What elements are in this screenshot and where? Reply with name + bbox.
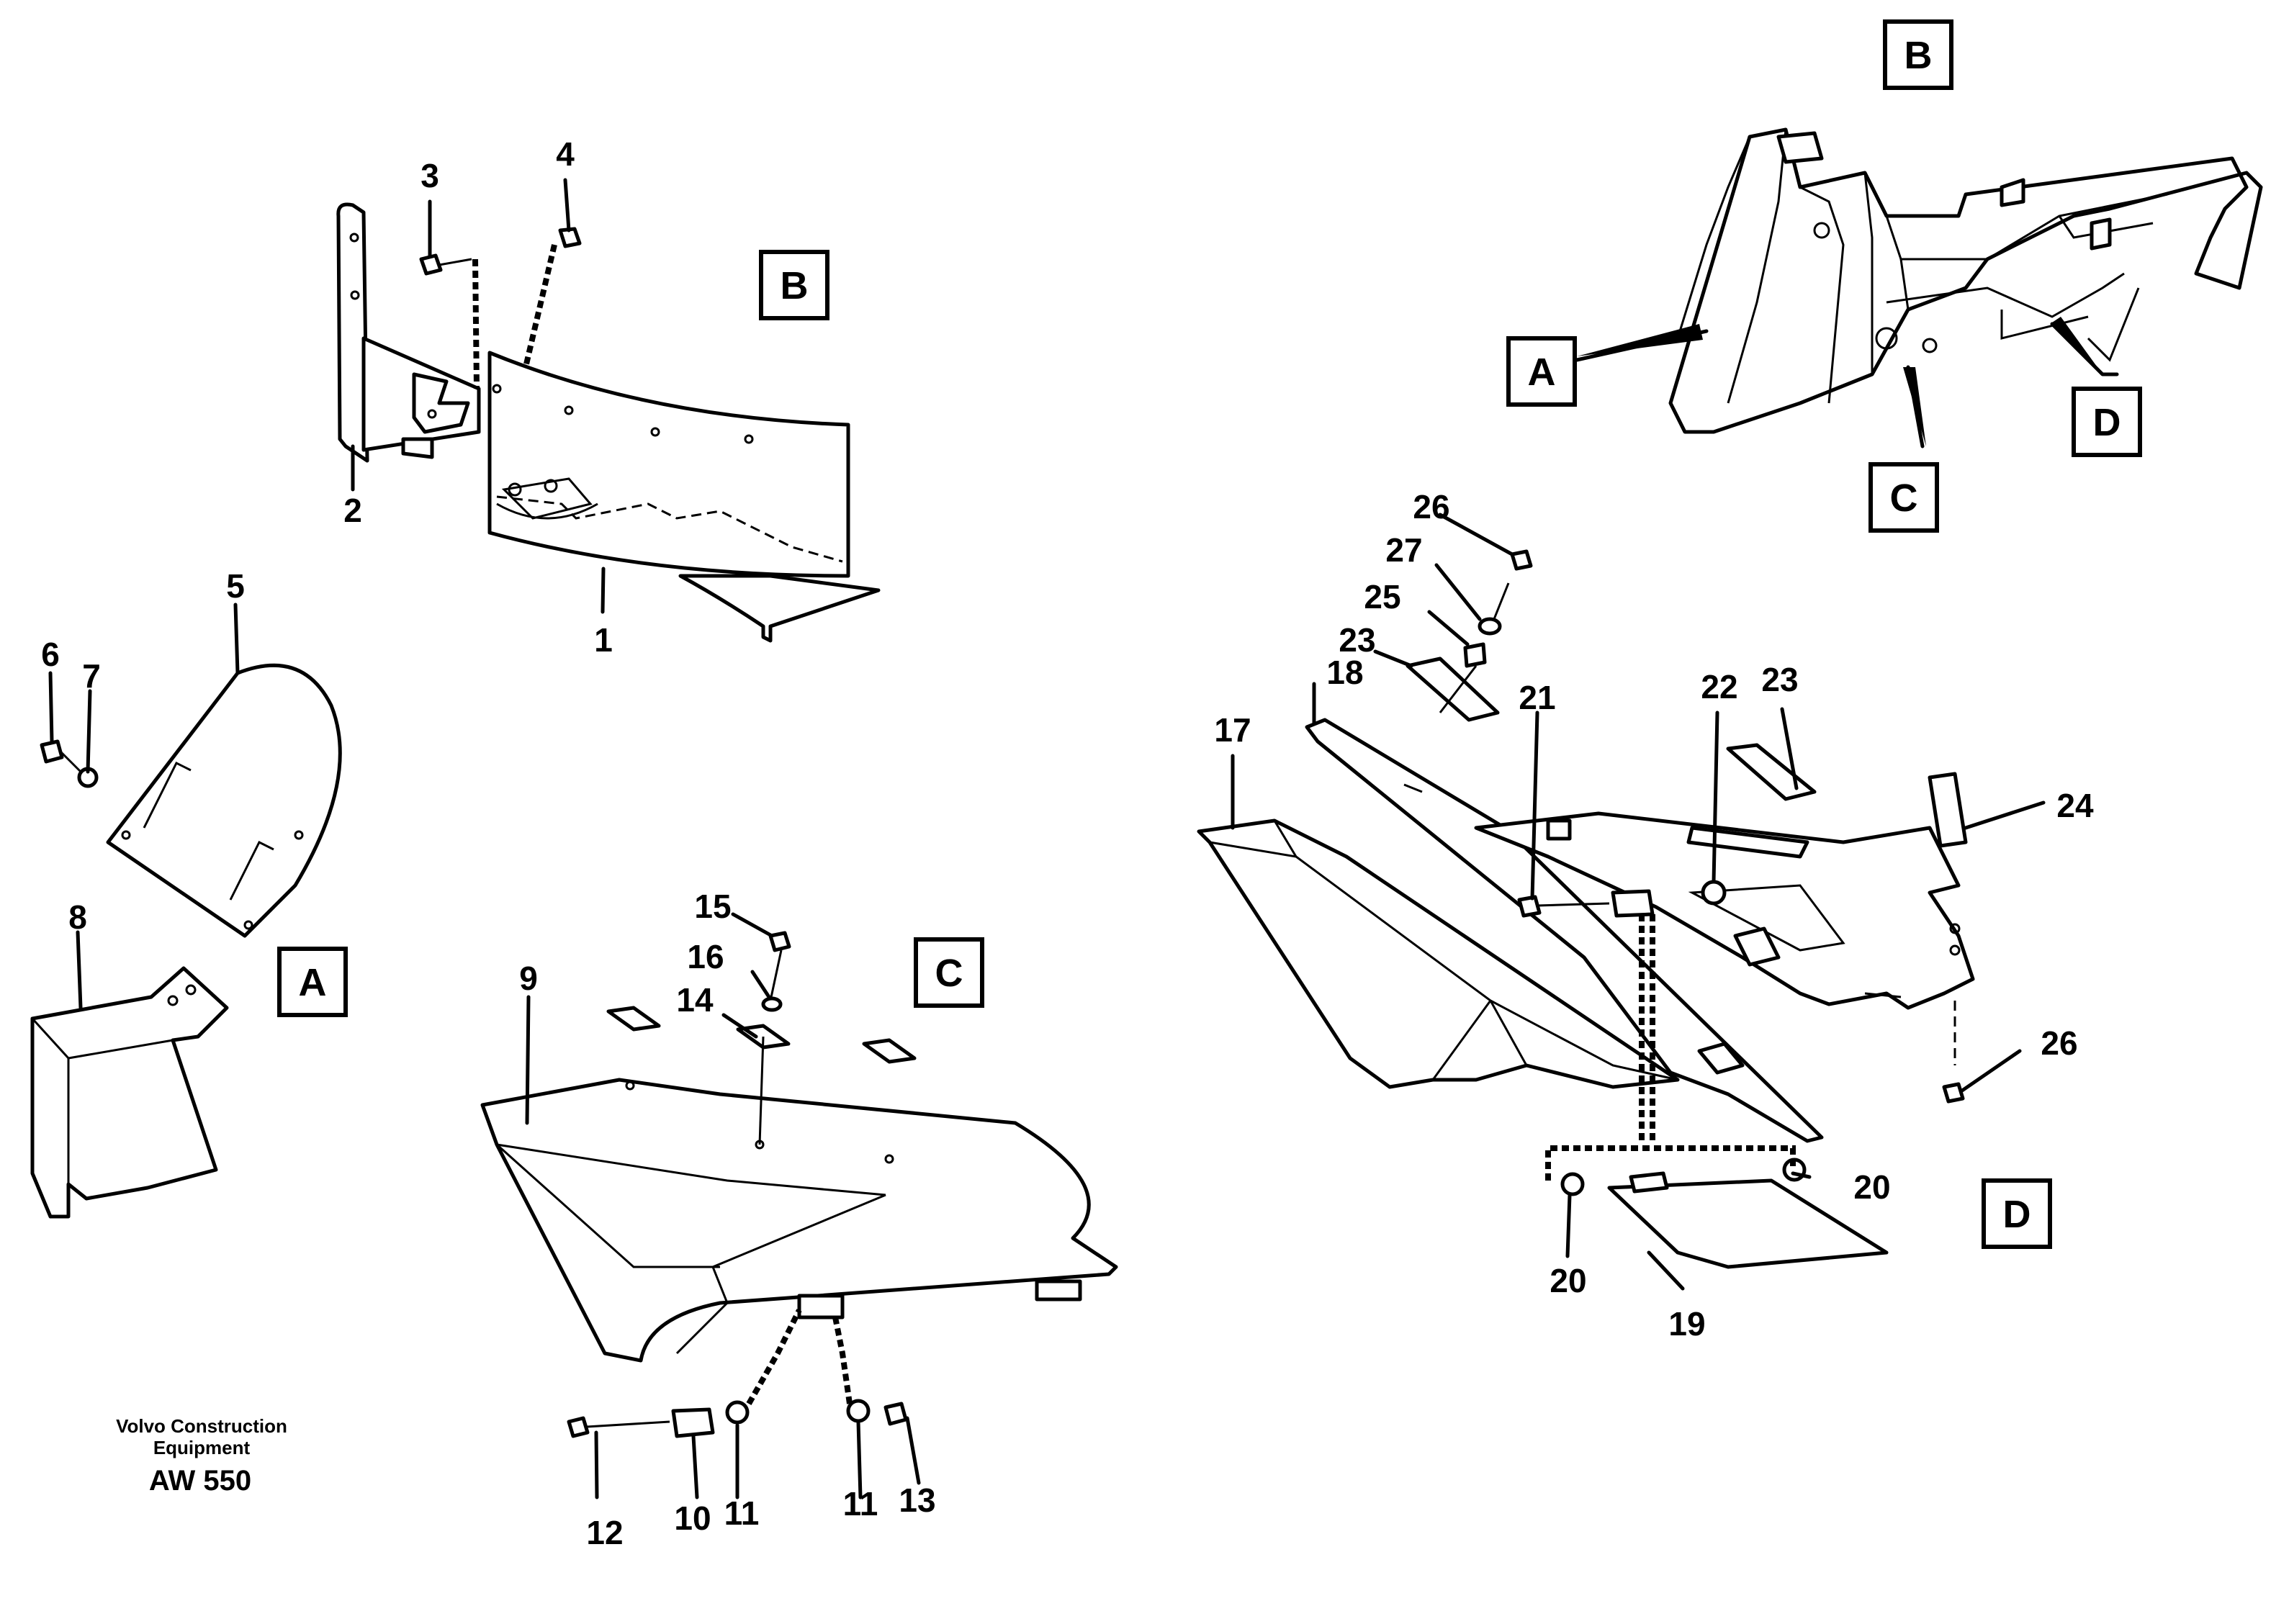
- part-13-nut: [883, 1402, 908, 1426]
- part-24-pad: [1928, 772, 1968, 848]
- view-label-a: A: [299, 961, 327, 1004]
- part-12-bolt: [567, 1416, 590, 1438]
- part-label: 26: [2041, 1024, 2077, 1062]
- part-18-arm: [1305, 718, 1824, 1143]
- part-15-bolt: [768, 931, 791, 952]
- pad: [862, 1038, 917, 1064]
- assembly-c: [480, 931, 1118, 1438]
- part-label: 21: [1519, 679, 1555, 716]
- part-label: 10: [674, 1499, 711, 1537]
- part-number-labels: 1 2 3 4 5 6 7 8 9 10 11 11 12 13 14 15 1…: [41, 135, 2094, 1551]
- part-label: 14: [676, 981, 714, 1019]
- part-7-washer: [77, 767, 99, 788]
- assembly-d: [1197, 549, 1975, 1269]
- part-23-pad: [1406, 657, 1500, 722]
- part-label: 25: [1364, 578, 1400, 615]
- part-label: 20: [1853, 1168, 1890, 1206]
- part-label: 18: [1326, 654, 1363, 691]
- overview-label-c: C: [1890, 477, 1918, 520]
- part-label: 11: [843, 1485, 878, 1522]
- part-17-guard: [1197, 818, 1680, 1089]
- caption-company-line2: Equipment: [153, 1437, 251, 1458]
- part-label: 5: [226, 567, 245, 605]
- view-label-d: D: [2003, 1193, 2031, 1236]
- part-2-bracket: [336, 202, 369, 463]
- part-5-cover: [106, 663, 342, 938]
- part-label: 16: [687, 938, 724, 975]
- part-22-nut: [1701, 880, 1727, 906]
- part-label: 23: [1761, 661, 1798, 698]
- view-label-boxes: B A C B A C D D: [277, 19, 2142, 1249]
- caption-company: Volvo Construction: [116, 1415, 287, 1437]
- part-label: 23: [1339, 621, 1375, 659]
- drawing-code: AW 550: [149, 1465, 251, 1497]
- part-27-washer: [1478, 617, 1502, 636]
- part-label: 12: [586, 1514, 623, 1551]
- part-label: 22: [1701, 668, 1737, 705]
- part-label: 6: [41, 636, 60, 673]
- part-label: 19: [1668, 1305, 1705, 1343]
- part-label: 24: [2056, 787, 2094, 824]
- part-label: 3: [421, 157, 439, 194]
- part-11-nut: [725, 1400, 750, 1425]
- part-25-spacer: [1463, 642, 1487, 668]
- part-3-bolt: [419, 253, 443, 276]
- part-26-bolt: [1510, 549, 1533, 571]
- part-19-plate: [1607, 1178, 1889, 1269]
- part-label: 26: [1413, 488, 1449, 525]
- part-label: 20: [1550, 1262, 1586, 1299]
- part-label: 1: [594, 621, 613, 659]
- part-label: 13: [899, 1481, 935, 1519]
- part-26-nut: [1942, 1082, 1965, 1104]
- part-8-bracket: [30, 966, 229, 1219]
- assembly-a: [30, 663, 342, 1219]
- part-10-spacer: [671, 1407, 715, 1438]
- drawing-caption: Volvo Construction Equipment AW 550: [116, 1415, 287, 1497]
- part-label: 2: [343, 492, 362, 529]
- part-label: 11: [724, 1494, 760, 1532]
- part-9-guard: [480, 1078, 1118, 1363]
- part-label: 27: [1385, 531, 1422, 569]
- part-label: 4: [556, 135, 575, 173]
- part-label: 15: [694, 888, 731, 925]
- part-label: 9: [519, 960, 538, 997]
- part-20-nut: [1560, 1172, 1585, 1196]
- part-label: 17: [1214, 711, 1251, 749]
- part-1-plate: [487, 351, 850, 578]
- view-label-b: B: [781, 264, 809, 307]
- assembly-b: [336, 202, 881, 643]
- part-11-nut-b: [846, 1399, 871, 1423]
- part-6-bolt: [40, 739, 64, 764]
- overview-label-b: B: [1904, 34, 1933, 77]
- leader-lines: [48, 178, 2046, 1499]
- part-label: 8: [68, 898, 87, 936]
- part-label: 7: [82, 657, 101, 695]
- machine-frame-overview: [1575, 127, 2263, 448]
- part-21-bolt: [1517, 895, 1542, 918]
- pad: [606, 1006, 661, 1032]
- part-16-washer: [761, 996, 783, 1012]
- part-23-pad-b: [1726, 743, 1817, 801]
- overview-label-a: A: [1528, 351, 1556, 394]
- view-label-c: C: [935, 952, 963, 995]
- overview-label-d: D: [2093, 401, 2121, 444]
